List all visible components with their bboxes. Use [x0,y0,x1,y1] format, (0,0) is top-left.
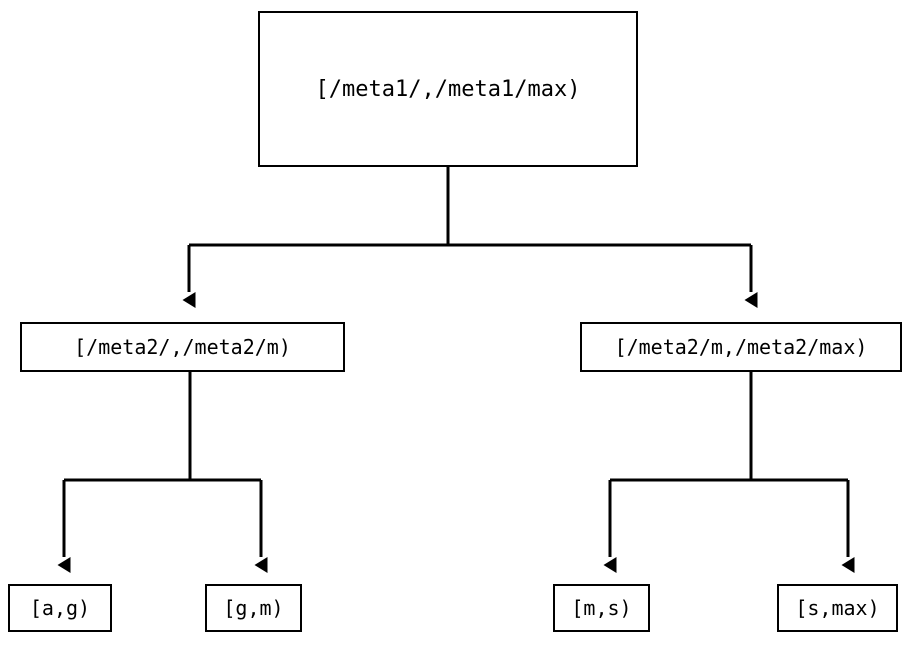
tree-node-leaf-gm[interactable]: [g,m) [205,584,302,632]
tree-node-leaf-smax[interactable]: [s,max) [777,584,898,632]
tree-node-leaf-ms[interactable]: [m,s) [553,584,650,632]
edge-midleft-to-leaves [57,372,268,573]
tree-node-leaf-smax-label: [s,max) [795,596,880,620]
tree-node-root[interactable]: [/meta1/,/meta1/max) [258,11,638,167]
tree-node-leaf-ms-label: [m,s) [571,596,632,620]
tree-node-leaf-ag-label: [a,g) [29,596,91,620]
tree-node-mid-left-label: [/meta2/,/meta2/m) [74,335,291,359]
tree-node-leaf-gm-label: [g,m) [223,596,284,620]
tree-node-mid-left[interactable]: [/meta2/,/meta2/m) [20,322,345,372]
edge-root-to-midlevel [182,167,758,308]
tree-node-mid-right-label: [/meta2/m,/meta2/max) [614,335,868,359]
tree-node-mid-right[interactable]: [/meta2/m,/meta2/max) [580,322,902,372]
edge-midright-to-leaves [603,372,855,573]
tree-node-leaf-ag[interactable]: [a,g) [8,584,112,632]
tree-node-root-label: [/meta1/,/meta1/max) [315,76,581,102]
